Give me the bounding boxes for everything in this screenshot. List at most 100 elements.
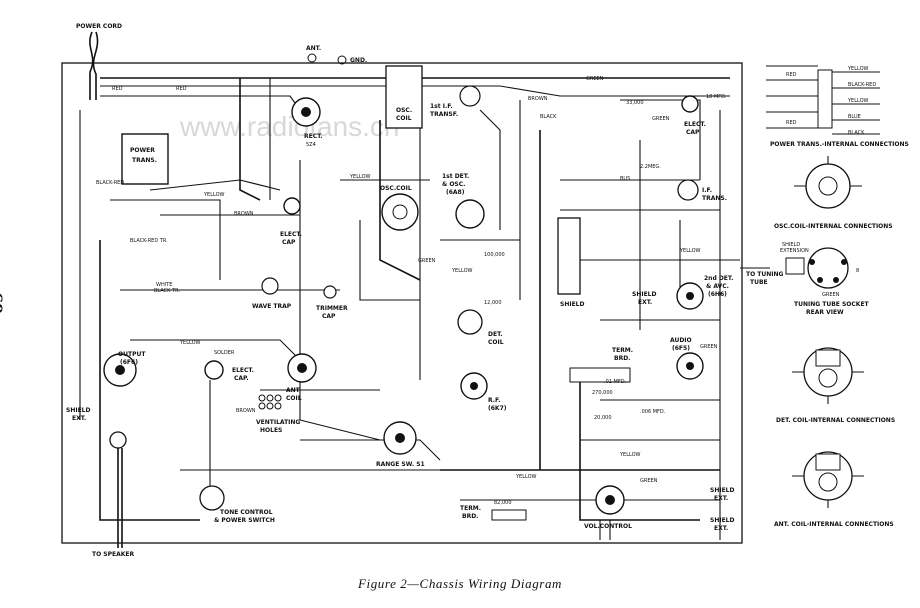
- svg-text:12,000: 12,000: [484, 300, 502, 306]
- volume-control: VOL.CONTROL: [584, 485, 632, 530]
- svg-text:TRANSF.: TRANSF.: [430, 111, 458, 118]
- svg-text:2.2MEG.: 2.2MEG.: [640, 164, 661, 170]
- svg-text:YELLOW: YELLOW: [179, 340, 201, 346]
- range-switch: RANGE SW. S1: [376, 421, 425, 468]
- svg-text:AUDIO: AUDIO: [670, 337, 692, 344]
- svg-text:BRD.: BRD.: [462, 513, 478, 520]
- svg-text:GREEN: GREEN: [640, 478, 658, 484]
- svg-text:CAP: CAP: [282, 239, 296, 246]
- terminal-board-mid: TERM. BRD.: [569, 347, 633, 383]
- power-transformer: POWER TRANS.: [121, 133, 169, 185]
- svg-text:RED: RED: [112, 86, 123, 92]
- output-tube: OUTPUT (6F6): [103, 351, 146, 387]
- svg-text:ANT.: ANT.: [286, 387, 301, 394]
- svg-text:POWER: POWER: [130, 147, 155, 154]
- svg-text:EXT.: EXT.: [638, 299, 652, 306]
- svg-text:YELLOW: YELLOW: [847, 98, 869, 104]
- svg-text:SHIELD: SHIELD: [710, 517, 734, 524]
- osc-coil-connections-panel: OSC.COIL-INTERNAL CONNECTIONS: [774, 156, 893, 230]
- svg-text:BLACK-RED: BLACK-RED: [848, 82, 876, 88]
- svg-text:CAP: CAP: [322, 313, 336, 320]
- trimmer-cap: TRIMMER CAP: [316, 285, 348, 320]
- power-cord: POWER CORD: [76, 23, 122, 100]
- svg-text:ELECT.: ELECT.: [280, 231, 302, 238]
- svg-text:SHIELD: SHIELD: [560, 301, 584, 308]
- svg-text:GREEN: GREEN: [652, 116, 670, 122]
- antenna-ground: ANT. GND.: [306, 45, 367, 65]
- svg-text:OUTPUT: OUTPUT: [118, 351, 146, 358]
- svg-text:TO SPEAKER: TO SPEAKER: [92, 551, 134, 558]
- svg-text:(6F5): (6F5): [672, 345, 690, 352]
- svg-text:YELLOW: YELLOW: [203, 192, 225, 198]
- svg-text:TUNING TUBE SOCKET: TUNING TUBE SOCKET: [794, 301, 870, 308]
- svg-text:18 MFD.: 18 MFD.: [706, 94, 727, 100]
- det-coil-connections-panel: DET. COIL-INTERNAL CONNECTIONS: [776, 347, 895, 424]
- svg-text:BLACK-RED TR.: BLACK-RED TR.: [130, 238, 168, 244]
- resistor-20000: 20,000: [594, 415, 612, 421]
- terminal-board-bottom: TERM. BRD. 82,000: [460, 500, 527, 521]
- svg-text:EXT.: EXT.: [72, 415, 86, 422]
- svg-text:I.F.: I.F.: [702, 187, 712, 194]
- svg-text:GREEN: GREEN: [822, 292, 840, 298]
- svg-text:ANT. COIL-INTERNAL CONNECTIONS: ANT. COIL-INTERNAL CONNECTIONS: [774, 521, 894, 528]
- svg-text:POWER CORD: POWER CORD: [76, 23, 122, 30]
- rectifier-tube: RECT. 5Z4: [291, 97, 323, 148]
- antenna-coil: ANT. COIL: [286, 353, 317, 402]
- svg-text:BLACK: BLACK: [848, 130, 865, 136]
- svg-text:TO TUNING: TO TUNING: [746, 271, 784, 278]
- svg-text:YELLOW: YELLOW: [679, 248, 701, 254]
- cap-006mfd: .006 MFD.: [640, 409, 666, 415]
- audio-tube: AUDIO (6F5): [670, 337, 704, 380]
- svg-text:YELLOW: YELLOW: [619, 452, 641, 458]
- svg-text:TERM.: TERM.: [460, 505, 481, 512]
- svg-text:(6K7): (6K7): [488, 405, 507, 412]
- osc-coil-box: OSC. COIL: [385, 65, 423, 129]
- svg-text:OSC.COIL: OSC.COIL: [380, 185, 412, 192]
- power-trans-connections-panel: YELLOW BLACK-RED YELLOW BLUE BLACK RED R…: [766, 65, 909, 148]
- svg-text:WHITE: WHITE: [156, 282, 172, 288]
- svg-text:SOLDER: SOLDER: [214, 350, 235, 356]
- svg-text:COIL: COIL: [396, 115, 412, 122]
- svg-text:REAR VIEW: REAR VIEW: [806, 309, 844, 316]
- wire-color-labels: YELLOW BROWN YELLOW GREEN GREEN BROWN BL…: [96, 76, 718, 484]
- wiring-harness: [79, 77, 740, 540]
- svg-text:YELLOW: YELLOW: [515, 474, 537, 480]
- svg-text:(6A8): (6A8): [446, 189, 465, 196]
- svg-text:BROWN: BROWN: [234, 211, 254, 217]
- svg-text:& OSC.: & OSC.: [442, 181, 465, 188]
- svg-text:1st DET.: 1st DET.: [442, 173, 469, 180]
- svg-text:GREEN: GREEN: [700, 344, 718, 350]
- det-coil: DET. COIL: [457, 309, 504, 346]
- svg-text:RED: RED: [176, 86, 187, 92]
- svg-text:RECT.: RECT.: [304, 133, 323, 140]
- wave-trap: WAVE TRAP: [252, 277, 292, 310]
- svg-text:RED: RED: [786, 120, 797, 126]
- svg-text:POWER TRANS.-INTERNAL CONNECTI: POWER TRANS.-INTERNAL CONNECTIONS: [770, 141, 909, 148]
- elect-cap-top: ELECT. CAP 18 MFD.: [681, 94, 727, 136]
- figure-caption: Figure 2—Chassis Wiring Diagram: [357, 576, 563, 591]
- svg-text:8: 8: [856, 268, 859, 274]
- watermark: www.radiofans.cn: [179, 111, 399, 142]
- svg-text:ELECT.: ELECT.: [684, 121, 706, 128]
- svg-text:RANGE SW. S1: RANGE SW. S1: [376, 461, 425, 468]
- svg-text:BLACK TR.: BLACK TR.: [154, 288, 180, 294]
- ant-coil-connections-panel: ANT. COIL-INTERNAL CONNECTIONS: [774, 451, 894, 528]
- svg-text:BROWN: BROWN: [236, 408, 256, 414]
- svg-text:OSC.: OSC.: [396, 107, 412, 114]
- shield-ext-mid: SHIELD EXT.: [632, 291, 656, 306]
- svg-text:TRANS.: TRANS.: [132, 157, 157, 164]
- svg-text:EXT.: EXT.: [714, 525, 728, 532]
- svg-text:BLUE: BLUE: [848, 114, 861, 120]
- svg-text:TONE CONTROL: TONE CONTROL: [220, 509, 273, 516]
- svg-text:1st I.F.: 1st I.F.: [430, 103, 453, 110]
- svg-text:SHIELD: SHIELD: [66, 407, 90, 414]
- svg-text:(6H6): (6H6): [708, 291, 727, 298]
- chassis-outline: [61, 62, 743, 544]
- svg-text:(6F6): (6F6): [120, 359, 138, 366]
- speaker-plug: TO SPEAKER: [92, 431, 134, 558]
- shield-ext-left: SHIELD EXT.: [66, 407, 90, 422]
- svg-text:R.F.: R.F.: [488, 397, 501, 404]
- svg-text:82,000: 82,000: [494, 500, 512, 506]
- svg-text:SHIELD: SHIELD: [710, 487, 734, 494]
- svg-text:& AVC.: & AVC.: [706, 283, 729, 290]
